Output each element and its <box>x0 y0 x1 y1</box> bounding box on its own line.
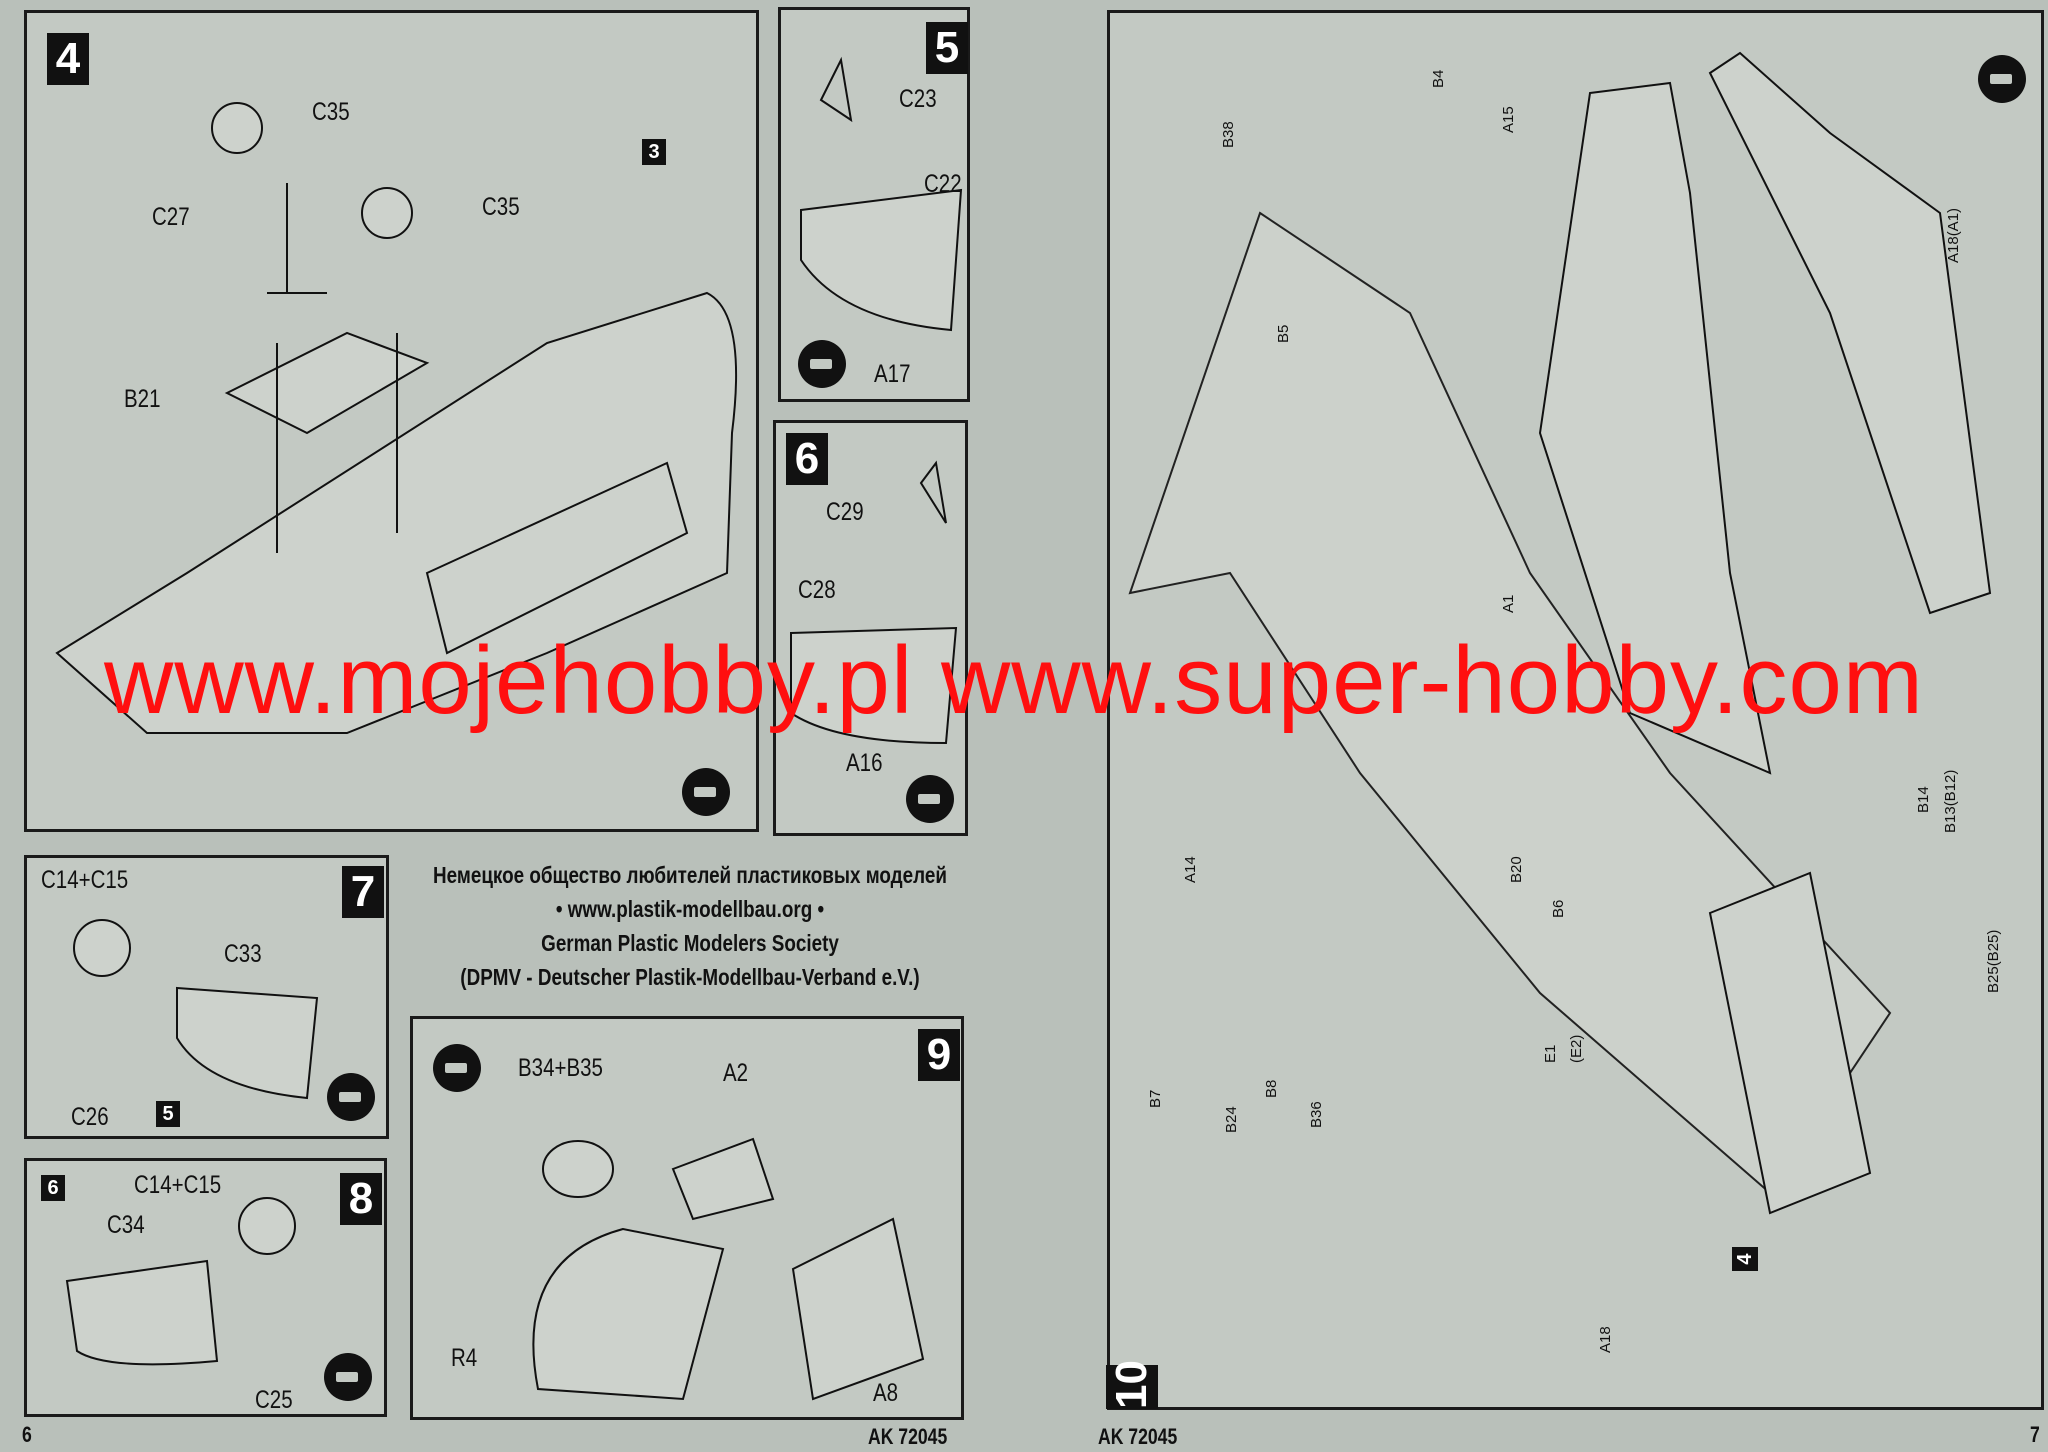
part-label: C34 <box>107 1211 145 1239</box>
part-label: A8 <box>873 1379 899 1407</box>
society-line-de: (DPMV - Deutscher Plastik-Modellbau-Verb… <box>460 964 920 990</box>
step-10-drawing <box>1128 51 1992 1215</box>
society-line-ru: Немецкое общество любителей пластиковых … <box>433 862 947 888</box>
step-4-panel: 4 C35 C27 C35 B21 3 <box>24 10 759 832</box>
part-label: B36 <box>1308 1101 1325 1128</box>
step-number: 5 <box>926 22 968 74</box>
glue-icon <box>798 340 846 388</box>
part-label: C22 <box>924 170 962 198</box>
step-9-panel: 9 B34+B35 A2 R4 A8 <box>410 1016 964 1420</box>
step-reference-badge: 4 <box>1732 1247 1758 1271</box>
step-8-panel: 8 6 C14+C15 C34 C25 <box>24 1158 387 1417</box>
part-label: C25 <box>255 1386 293 1414</box>
step-10-panel: 10 B38 B4 A15 B5 A18(A1) A1 A14 B20 B6 B… <box>1106 10 2044 1410</box>
part-label: B6 <box>1550 899 1567 918</box>
step-reference-badge: 3 <box>642 139 666 165</box>
page-number-left: 6 <box>22 1422 32 1447</box>
step-number: 6 <box>786 433 828 485</box>
part-label: C28 <box>798 576 836 604</box>
step-number: 9 <box>918 1029 960 1081</box>
page-number-right: 7 <box>2030 1422 2040 1447</box>
part-label: E1 <box>1542 1044 1559 1063</box>
society-notice: Немецкое общество любителей пластиковых … <box>395 858 985 994</box>
glue-icon <box>1978 55 2026 103</box>
part-label: B38 <box>1220 121 1237 148</box>
part-label: B20 <box>1508 856 1525 883</box>
glue-icon <box>324 1353 372 1401</box>
step-5-drawing <box>800 56 963 332</box>
glue-icon <box>682 768 730 816</box>
step-number: 7 <box>342 866 384 918</box>
step-4-drawing <box>55 102 738 734</box>
glue-icon <box>433 1044 481 1092</box>
part-label: C35 <box>312 98 350 126</box>
part-label: A2 <box>723 1059 749 1087</box>
step-7-drawing <box>73 919 319 1100</box>
society-url: • www.plastik-modellbau.org • <box>555 896 825 922</box>
part-label: B14 <box>1915 786 1932 813</box>
watermark: www.mojehobby.pl www.super-hobby.com <box>104 627 1924 734</box>
part-label: C33 <box>224 940 262 968</box>
part-label: B25(B25) <box>1985 929 2002 993</box>
step-5-panel: 5 C23 C22 A17 <box>778 7 970 402</box>
society-line-en: German Plastic Modelers Society <box>541 930 839 956</box>
part-label: A16 <box>846 749 883 777</box>
part-label: C29 <box>826 498 864 526</box>
step-8-drawing <box>65 1197 296 1366</box>
part-label: R4 <box>451 1344 478 1372</box>
part-label: A18 <box>1597 1326 1614 1353</box>
part-label: B5 <box>1275 324 1292 343</box>
part-label: B34+B35 <box>518 1054 603 1082</box>
part-label: C26 <box>71 1103 109 1131</box>
part-label: C14+C15 <box>134 1171 222 1199</box>
kit-code-right: AK 72045 <box>1098 1424 1178 1449</box>
part-label: C14+C15 <box>41 866 129 894</box>
part-label: A1 <box>1500 594 1517 613</box>
step-6-panel: 6 C29 C28 A16 <box>773 420 968 836</box>
step-reference-badge: 6 <box>41 1175 65 1201</box>
glue-icon <box>906 775 954 823</box>
part-label: A17 <box>874 360 911 388</box>
part-label: A15 <box>1500 106 1517 133</box>
kit-code-left: AK 72045 <box>868 1424 948 1449</box>
part-label: B7 <box>1147 1089 1164 1108</box>
part-label: A18(A1) <box>1945 207 1962 263</box>
step-number: 8 <box>340 1173 382 1225</box>
step-9-drawing <box>532 1137 925 1401</box>
glue-icon <box>327 1073 375 1121</box>
part-label: B21 <box>124 385 161 413</box>
part-label: B4 <box>1430 69 1447 88</box>
step-number: 4 <box>47 33 89 85</box>
part-label: B24 <box>1223 1106 1240 1133</box>
part-label: B13(B12) <box>1942 769 1959 833</box>
part-label: C23 <box>899 85 937 113</box>
part-label: C27 <box>152 203 190 231</box>
step-7-panel: 7 C14+C15 C33 C26 5 <box>24 855 389 1139</box>
part-label: A14 <box>1182 856 1199 883</box>
part-label: C35 <box>482 193 520 221</box>
step-reference-badge: 5 <box>156 1101 180 1127</box>
step-6-drawing <box>790 460 958 745</box>
part-label: (E2) <box>1568 1034 1585 1063</box>
part-label: B8 <box>1263 1079 1280 1098</box>
